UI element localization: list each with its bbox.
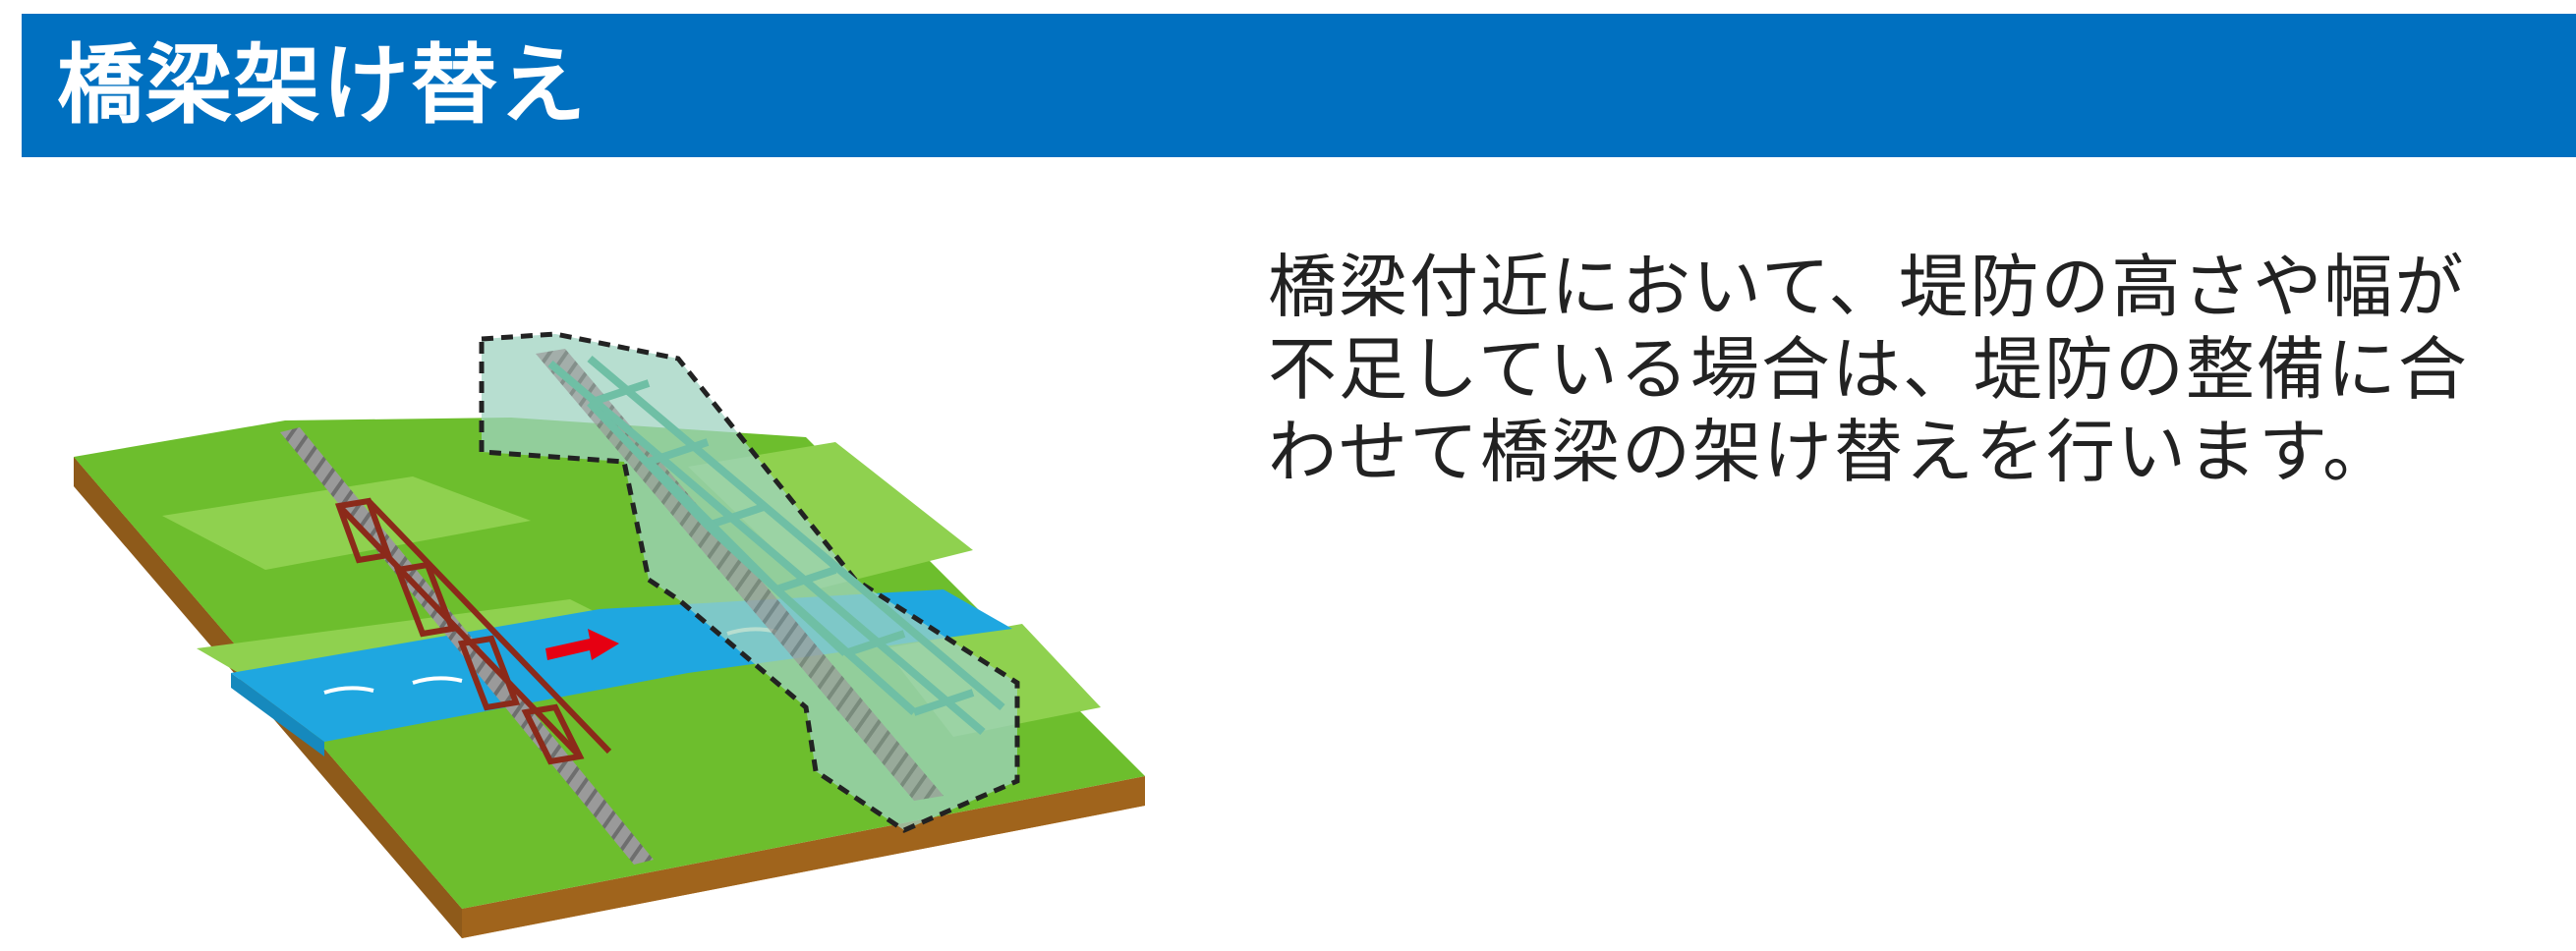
new-bridge-ghost	[479, 331, 1020, 833]
soil-right-face	[462, 776, 1145, 938]
description-line-1: 橋梁付近において、堤防の高さや幅が	[1268, 247, 2466, 327]
river-bank-edge	[231, 673, 324, 756]
description-text: 橋梁付近において、堤防の高さや幅が 不足している場合は、堤防の整備に合 わせて橋…	[1268, 246, 2546, 493]
old-rail-track	[280, 427, 654, 865]
page-title: 橋梁架け替え	[57, 34, 589, 136]
old-truss-bridge	[334, 497, 612, 765]
description-line-2: 不足している場合は、堤防の整備に合	[1268, 329, 2469, 410]
description-line-3: わせて橋梁の架け替えを行います。	[1268, 412, 2393, 492]
title-bar: 橋梁架け替え	[22, 14, 2576, 157]
red-arrow-icon	[545, 629, 619, 660]
new-rail-track	[536, 349, 944, 801]
bridge-replacement-illustration	[74, 331, 1145, 938]
new-truss-members	[547, 355, 1005, 736]
